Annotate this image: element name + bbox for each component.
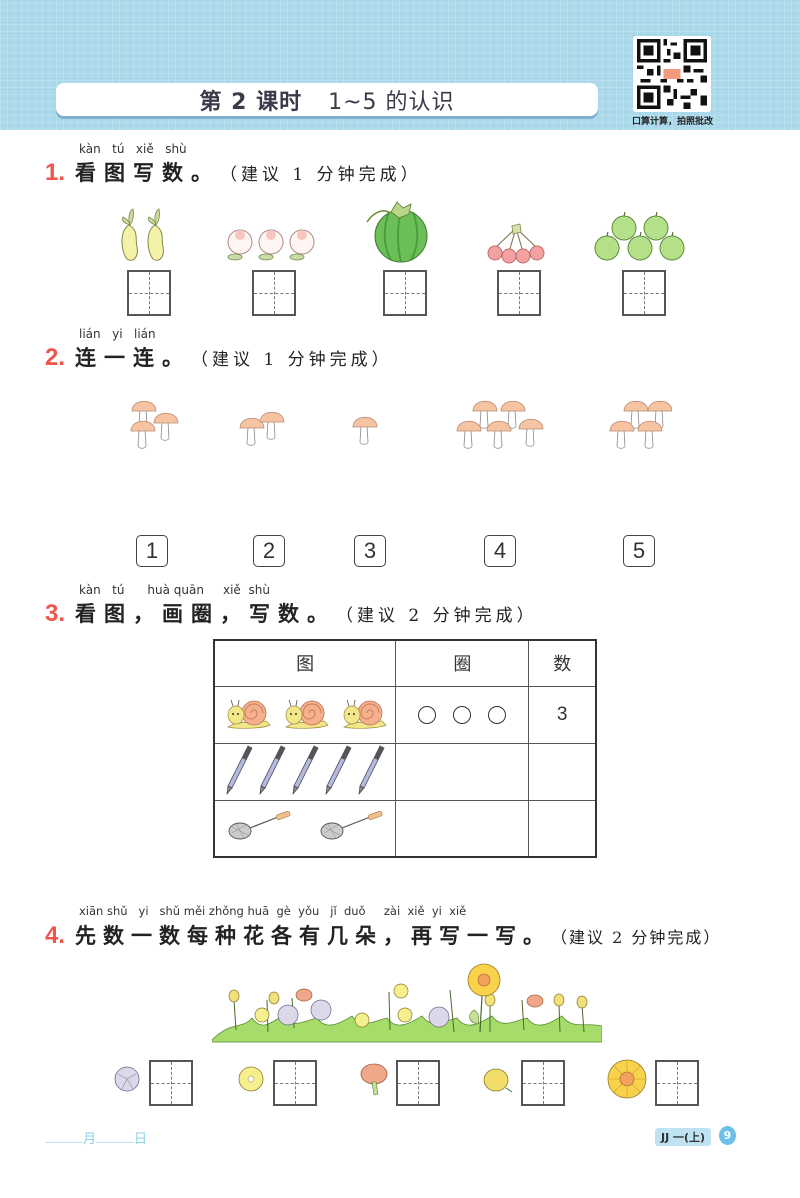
q1-answer-box-1[interactable] bbox=[127, 270, 171, 316]
q4-hint: （建议 2 分钟完成） bbox=[551, 928, 722, 947]
book-grade-tag: JJ 一(上) bbox=[655, 1128, 712, 1146]
q1-pinyin: kàn tú xiě shù bbox=[79, 142, 187, 156]
q1-number: 1. bbox=[45, 159, 66, 186]
q2-instruction: 2. 连一连。 （建议 1 分钟完成） bbox=[45, 342, 393, 372]
q3-pinyin: kàn tú huà quān xiě shù bbox=[79, 583, 270, 597]
circle-mark bbox=[488, 705, 507, 724]
q4-pinyin: xiān shǔ yi shǔ měi zhǒng huā gè yǒu jǐ … bbox=[79, 904, 467, 918]
apple-icon bbox=[594, 212, 685, 261]
q1-answer-box-5[interactable] bbox=[622, 270, 666, 316]
q1-text: 看图写数。 bbox=[75, 161, 221, 185]
q4-answer-box-carnation[interactable] bbox=[396, 1060, 440, 1106]
cherry-icon bbox=[487, 223, 545, 264]
q1-answer-box-4[interactable] bbox=[497, 270, 541, 316]
circles-cell[interactable] bbox=[395, 685, 530, 744]
orange-carnation-icon bbox=[360, 1063, 388, 1096]
q2-text: 连一连。 bbox=[75, 346, 192, 370]
mushroom-group-3-icon bbox=[130, 400, 179, 449]
flower-meadow-illustration bbox=[212, 963, 602, 1043]
q4-answer-box-sunflower[interactable] bbox=[655, 1060, 699, 1106]
sunflower-icon bbox=[607, 1059, 647, 1099]
mushroom-group-2-icon bbox=[239, 411, 285, 446]
q1-answer-box-2[interactable] bbox=[252, 270, 296, 316]
header-picture: 图 bbox=[213, 639, 397, 687]
q2-number: 2. bbox=[45, 344, 66, 371]
lesson-title: 第 2 课时 1~5 的认识 bbox=[56, 83, 598, 116]
racket-icon bbox=[213, 799, 397, 858]
yellow-flower-icon bbox=[238, 1066, 264, 1092]
answer-cell-snail[interactable]: 3 bbox=[528, 685, 597, 744]
mushroom-group-4-icon bbox=[609, 400, 672, 449]
q3-instruction: 3. 看图，画圈，写数。 （建议 2 分钟完成） bbox=[45, 598, 538, 628]
q4-instruction: 4. 先数一数每种花各有几朵，再写一写。 （建议 2 分钟完成） bbox=[45, 920, 721, 950]
page-number: 9 bbox=[719, 1126, 736, 1145]
q1-answer-box-3[interactable] bbox=[383, 270, 427, 316]
snail-icon bbox=[213, 685, 397, 744]
q3-number: 3. bbox=[45, 600, 66, 627]
q2-hint: （建议 1 分钟完成） bbox=[191, 350, 393, 370]
answer-cell-pen[interactable] bbox=[528, 742, 597, 801]
table-row-racket bbox=[213, 799, 597, 858]
q4-answer-box-yellow[interactable] bbox=[273, 1060, 317, 1106]
lesson-number: 第 2 课时 bbox=[199, 89, 303, 115]
number-card-3[interactable]: 3 bbox=[354, 535, 386, 567]
q1-hint: （建议 1 分钟完成） bbox=[220, 165, 422, 185]
mushroom-group-5-icon bbox=[456, 400, 544, 449]
table-row-pen bbox=[213, 742, 597, 801]
mango-icon bbox=[121, 208, 164, 261]
circle-mark bbox=[418, 705, 437, 724]
peach-icon bbox=[227, 229, 315, 261]
count-table: 图 圈 数 bbox=[213, 639, 597, 858]
date-field[interactable]: 月日 bbox=[45, 1128, 147, 1147]
mushroom-group-1-icon bbox=[352, 416, 378, 445]
header-banner: 第 2 课时 1~5 的认识 口算计算，拍照批改 bbox=[0, 0, 800, 130]
number-card-5[interactable]: 5 bbox=[623, 535, 655, 567]
answer-cell-racket[interactable] bbox=[528, 799, 597, 858]
number-card-1[interactable]: 1 bbox=[136, 535, 168, 567]
q4-answer-box-bud[interactable] bbox=[521, 1060, 565, 1106]
lesson-topic: 1~5 的认识 bbox=[328, 89, 455, 115]
qr-caption: 口算计算，拍照批改 bbox=[631, 117, 713, 127]
q3-text: 看图，画圈，写数。 bbox=[75, 602, 337, 626]
q2-pinyin: lián yi lián bbox=[79, 327, 156, 341]
q3-hint: （建议 2 分钟完成） bbox=[336, 606, 538, 626]
qr-code-icon[interactable] bbox=[633, 36, 711, 112]
month-label: 月 bbox=[83, 1132, 97, 1147]
pen-icon bbox=[213, 742, 397, 801]
q1-instruction: 1. 看图写数。 （建议 1 分钟完成） bbox=[45, 157, 422, 187]
circles-cell[interactable] bbox=[395, 799, 530, 858]
q4-answer-box-purple[interactable] bbox=[149, 1060, 193, 1106]
table-row-snail: 3 bbox=[213, 685, 597, 744]
purple-flower-icon bbox=[114, 1066, 140, 1092]
watermelon-icon bbox=[366, 201, 428, 263]
number-card-2[interactable]: 2 bbox=[253, 535, 285, 567]
yellow-bud-icon bbox=[483, 1068, 513, 1093]
day-label: 日 bbox=[134, 1132, 148, 1147]
header-number: 数 bbox=[528, 639, 597, 687]
q4-text: 先数一数每种花各有几朵，再写一写。 bbox=[75, 924, 552, 948]
circles-cell[interactable] bbox=[395, 742, 530, 801]
circle-mark bbox=[453, 705, 472, 724]
q4-number: 4. bbox=[45, 922, 66, 949]
number-card-4[interactable]: 4 bbox=[484, 535, 516, 567]
header-circles: 圈 bbox=[395, 639, 530, 687]
